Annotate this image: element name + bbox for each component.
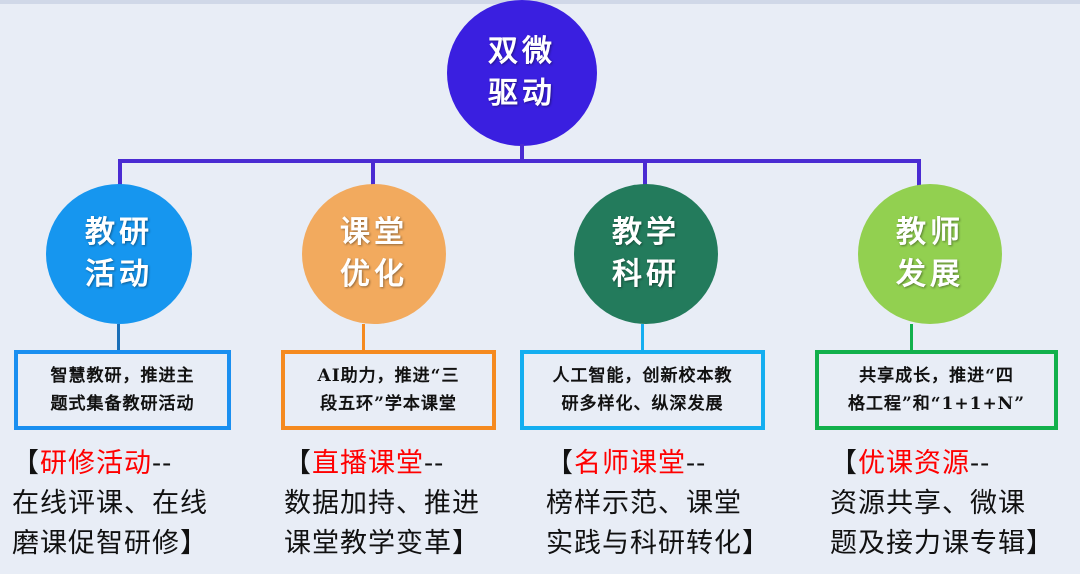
branch-node-keyan: 教学 科研 — [574, 184, 718, 324]
note-line: 榜样示范、课堂 — [546, 488, 742, 519]
feature-note: 【研修活动-- 在线评课、在线 磨课促智研修】 — [12, 444, 208, 564]
branch-node-jiaoshi: 教师 发展 — [858, 184, 1002, 324]
note-line: 数据加持、推进 — [284, 488, 480, 519]
summary-box: 智慧教研，推进主 题式集备教研活动 — [14, 350, 231, 430]
box-line: 题式集备教研活动 — [50, 394, 195, 414]
branch-label-line2: 活动 — [85, 257, 153, 292]
branch-node-jiaoyan: 教研 活动 — [46, 184, 192, 324]
dash: -- — [686, 448, 707, 479]
note-line: 题及接力课专辑】 — [830, 528, 1054, 559]
root-label-line2: 驱动 — [488, 76, 556, 111]
box-line: 格工程”和“1+1+N” — [847, 394, 1026, 414]
feature-note: 【名师课堂-- 榜样示范、课堂 实践与科研转化】 — [546, 444, 770, 564]
bracket: 【 — [830, 448, 858, 479]
dash: -- — [152, 448, 173, 479]
branch-label-line1: 教研 — [85, 215, 153, 250]
branch-label-line1: 课堂 — [340, 215, 408, 250]
branch-label-line1: 教师 — [896, 215, 964, 250]
feature-title: 研修活动 — [40, 448, 152, 479]
branch-node-ketang: 课堂 优化 — [302, 184, 446, 324]
summary-box: AI助力，推进“三 段五环”学本课堂 — [281, 350, 496, 430]
bracket: 【 — [12, 448, 40, 479]
note-line: 课堂教学变革】 — [284, 528, 480, 559]
box-connector — [117, 324, 120, 350]
feature-note: 【优课资源-- 资源共享、微课 题及接力课专辑】 — [830, 444, 1054, 564]
summary-box: 共享成长，推进“四 格工程”和“1+1+N” — [815, 350, 1058, 430]
branch-connector — [643, 159, 647, 187]
bracket: 【 — [284, 448, 312, 479]
note-line: 在线评课、在线 — [12, 488, 208, 519]
feature-title: 名师课堂 — [574, 448, 686, 479]
branch-label-line1: 教学 — [612, 215, 680, 250]
feature-title: 直播课堂 — [312, 448, 424, 479]
root-node: 双微 驱动 — [447, 0, 597, 146]
box-line: 研多样化、纵深发展 — [561, 394, 724, 414]
branch-label-line2: 科研 — [612, 257, 680, 292]
note-line: 资源共享、微课 — [830, 488, 1026, 519]
bracket: 【 — [546, 448, 574, 479]
branch-label-line2: 发展 — [896, 257, 964, 292]
dash: -- — [424, 448, 445, 479]
root-label-line1: 双微 — [488, 34, 556, 69]
branch-connector — [371, 159, 375, 187]
feature-title: 优课资源 — [858, 448, 970, 479]
box-line: 人工智能，创新校本教 — [552, 366, 733, 386]
summary-box: 人工智能，创新校本教 研多样化、纵深发展 — [520, 350, 765, 430]
box-line: AI助力，推进“三 — [317, 366, 460, 386]
branch-connector — [917, 159, 921, 187]
horizontal-connector — [118, 159, 921, 163]
branch-connector — [118, 159, 122, 187]
box-connector — [910, 324, 913, 350]
box-line: 段五环”学本课堂 — [320, 394, 457, 414]
note-line: 实践与科研转化】 — [546, 528, 770, 559]
dash: -- — [970, 448, 991, 479]
box-line: 共享成长，推进“四 — [859, 366, 1014, 386]
box-line: 智慧教研，推进主 — [50, 366, 195, 386]
note-line: 磨课促智研修】 — [12, 528, 208, 559]
branch-label-line2: 优化 — [340, 257, 408, 292]
box-connector — [641, 324, 644, 350]
feature-note: 【直播课堂-- 数据加持、推进 课堂教学变革】 — [284, 444, 480, 564]
box-connector — [362, 324, 365, 350]
root-connector — [520, 144, 524, 162]
